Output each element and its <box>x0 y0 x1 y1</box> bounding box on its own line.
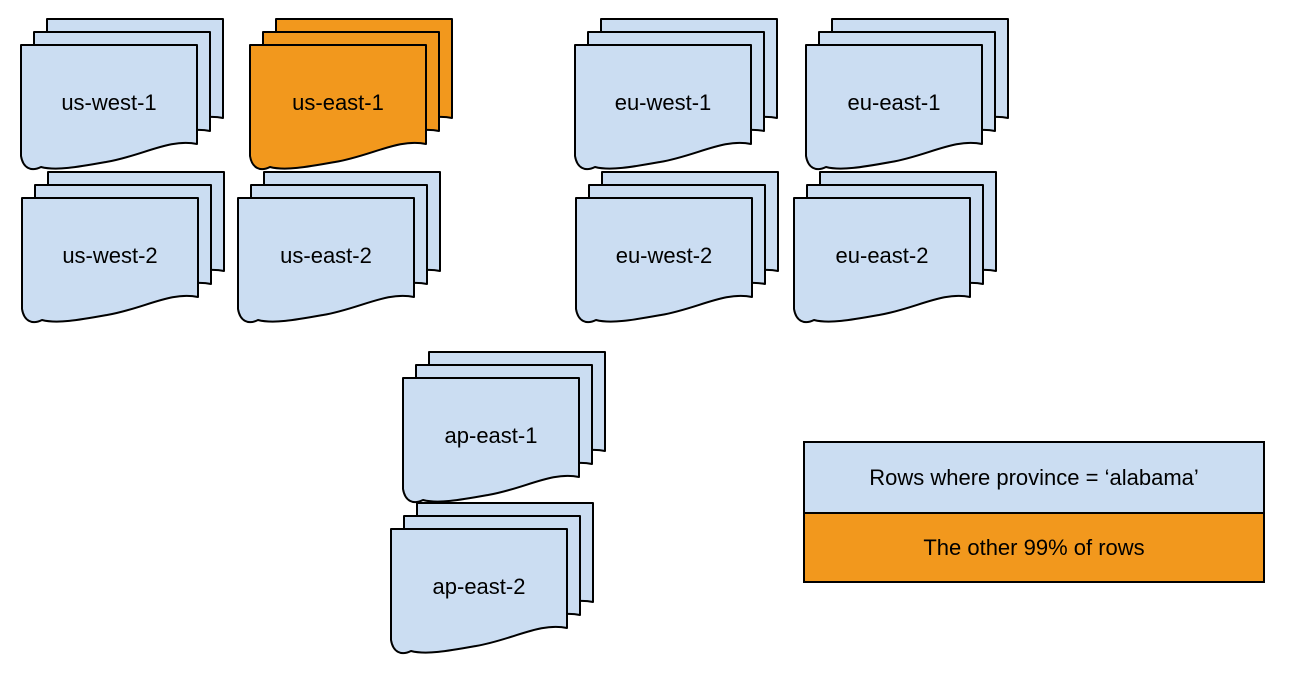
document-sheet-front-icon <box>575 197 753 324</box>
document-sheet-front-icon <box>249 44 427 171</box>
document-sheet-front-icon <box>793 197 971 324</box>
document-sheet-front-icon <box>390 528 568 655</box>
region-stack-ap-east-2: ap-east-2 <box>390 502 594 662</box>
legend-item-alabama-rows: Rows where province = ‘alabama’ <box>805 443 1263 512</box>
legend-item-other-rows-label: The other 99% of rows <box>923 534 1145 560</box>
region-stack-ap-east-1: ap-east-1 <box>402 351 606 511</box>
legend-item-alabama-rows-label: Rows where province = ‘alabama’ <box>869 464 1199 490</box>
document-sheet-front-icon <box>402 377 580 504</box>
region-stack-us-east-1: us-east-1 <box>249 18 453 178</box>
region-stack-eu-west-2: eu-west-2 <box>575 171 779 331</box>
legend: Rows where province = ‘alabama’ The othe… <box>803 441 1265 583</box>
document-sheet-front-icon <box>237 197 415 324</box>
region-stack-eu-east-2: eu-east-2 <box>793 171 997 331</box>
region-stack-us-west-1: us-west-1 <box>20 18 224 178</box>
document-sheet-front-icon <box>20 44 198 171</box>
region-stack-us-west-2: us-west-2 <box>21 171 225 331</box>
document-sheet-front-icon <box>21 197 199 324</box>
document-sheet-front-icon <box>574 44 752 171</box>
legend-item-other-rows: The other 99% of rows <box>805 512 1263 581</box>
region-stack-eu-west-1: eu-west-1 <box>574 18 778 178</box>
region-stack-eu-east-1: eu-east-1 <box>805 18 1009 178</box>
region-stack-us-east-2: us-east-2 <box>237 171 441 331</box>
document-sheet-front-icon <box>805 44 983 171</box>
